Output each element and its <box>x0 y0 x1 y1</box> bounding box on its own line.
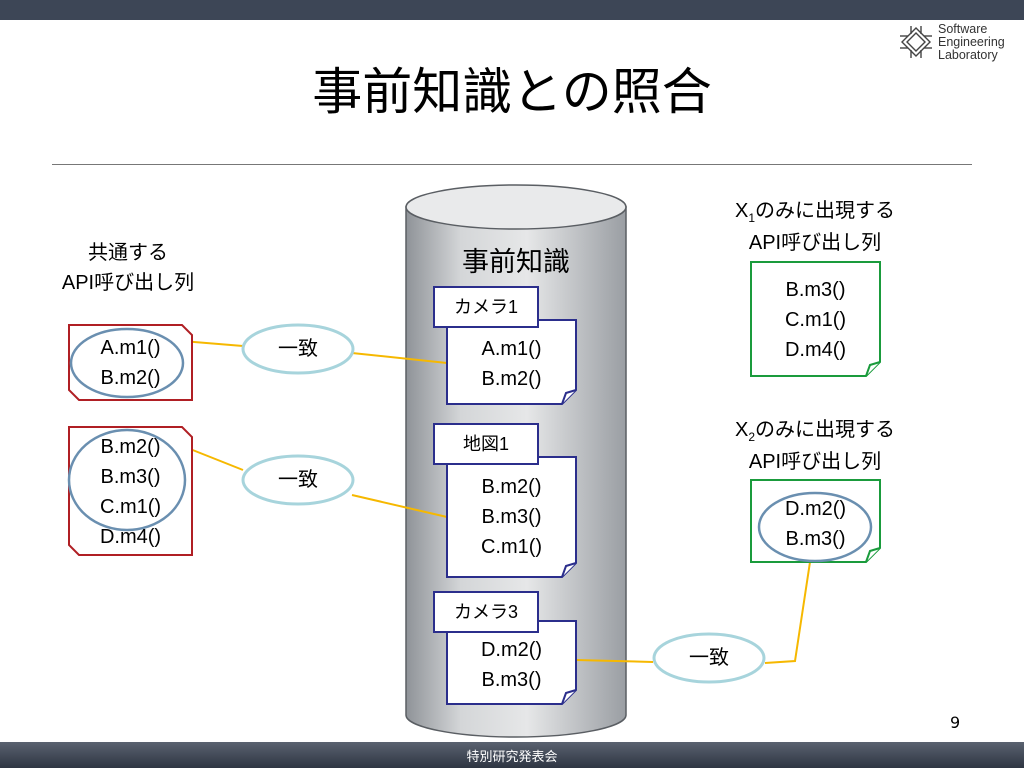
db-title: 事前知識 <box>462 247 570 277</box>
connector-db-2 <box>351 494 448 518</box>
right-box-1-line-1: B.m3() <box>785 279 846 301</box>
right-box-2-line-2: B.m3() <box>785 528 846 550</box>
right-label-1-x: X <box>734 200 749 222</box>
match-label-3: 一致 <box>689 647 729 669</box>
connector-db-3 <box>575 659 654 663</box>
db-tag-3-label: カメラ3 <box>453 602 518 622</box>
db-doc-2-line-3: C.m1() <box>480 536 543 558</box>
right-box-2-line-1: D.m2() <box>784 498 847 520</box>
page-number: 9 <box>950 713 961 732</box>
footer-bar <box>0 742 1024 768</box>
right-label-1-suffix: のみに出現する <box>755 200 896 222</box>
match-label-1: 一致 <box>278 338 318 360</box>
title-divider <box>52 164 972 165</box>
db-tag-2-label: 地図1 <box>462 434 509 454</box>
left-box-2-line-3: C.m1() <box>99 496 162 518</box>
logo-line-3: Laboratory <box>938 48 998 62</box>
left-box-1-text: A.m1() B.m2() <box>69 333 192 393</box>
right-label-1: X1のみに出現する API呼び出し列 <box>700 196 930 258</box>
left-box-1-line-1: A.m1() <box>100 337 161 359</box>
left-label-line2: API呼び出し列 <box>61 272 195 294</box>
right-label-1-line2: API呼び出し列 <box>748 232 882 254</box>
db-doc-2-line-2: B.m3() <box>481 506 542 528</box>
header-bar <box>0 0 1024 20</box>
connector-db-1 <box>351 352 448 364</box>
db-doc-3-text: D.m2() B.m3() <box>447 635 576 695</box>
left-label-line1: 共通する <box>88 242 168 264</box>
chip-icon <box>900 26 932 58</box>
db-doc-1-line-2: B.m2() <box>481 368 542 390</box>
left-box-2-text: B.m2() B.m3() C.m1() D.m4() <box>69 432 192 552</box>
right-box-2-text: D.m2() B.m3() <box>751 494 880 554</box>
right-label-2-line2: API呼び出し列 <box>748 451 882 473</box>
db-tag-1-label: カメラ1 <box>453 297 518 317</box>
left-box-1-line-2: B.m2() <box>100 367 161 389</box>
left-box-2-line-1: B.m2() <box>100 436 161 458</box>
db-doc-1-text: A.m1() B.m2() <box>447 334 576 394</box>
right-label-2-sub: 2 <box>748 430 756 444</box>
db-doc-2-line-1: B.m2() <box>481 476 542 498</box>
left-label: 共通する API呼び出し列 <box>40 238 216 298</box>
db-doc-3-line-1: D.m2() <box>480 639 543 661</box>
db-doc-1-line-1: A.m1() <box>481 338 542 360</box>
left-box-2-line-2: B.m3() <box>100 466 161 488</box>
logo-text: Software Engineering Laboratory <box>938 23 1005 62</box>
connector-right-2 <box>764 561 811 664</box>
logo-line-1: Software <box>938 22 988 36</box>
slide-title: 事前知識との照合 <box>312 63 712 121</box>
right-box-1-line-2: C.m1() <box>784 309 847 331</box>
db-doc-3-line-2: B.m3() <box>481 669 542 691</box>
left-box-2-line-4: D.m4() <box>99 526 162 548</box>
right-label-2: X2のみに出現する API呼び出し列 <box>700 415 930 477</box>
db-doc-2-text: B.m2() B.m3() C.m1() <box>447 472 576 562</box>
footer-text: 特別研究発表会 <box>466 750 558 765</box>
logo-line-2: Engineering <box>938 35 1005 49</box>
right-label-2-suffix: のみに出現する <box>755 419 896 441</box>
right-box-1-text: B.m3() C.m1() D.m4() <box>751 275 880 365</box>
right-label-2-x: X <box>734 419 749 441</box>
match-label-2: 一致 <box>278 469 318 491</box>
right-label-1-sub: 1 <box>748 211 756 225</box>
right-box-1-line-3: D.m4() <box>784 339 847 361</box>
